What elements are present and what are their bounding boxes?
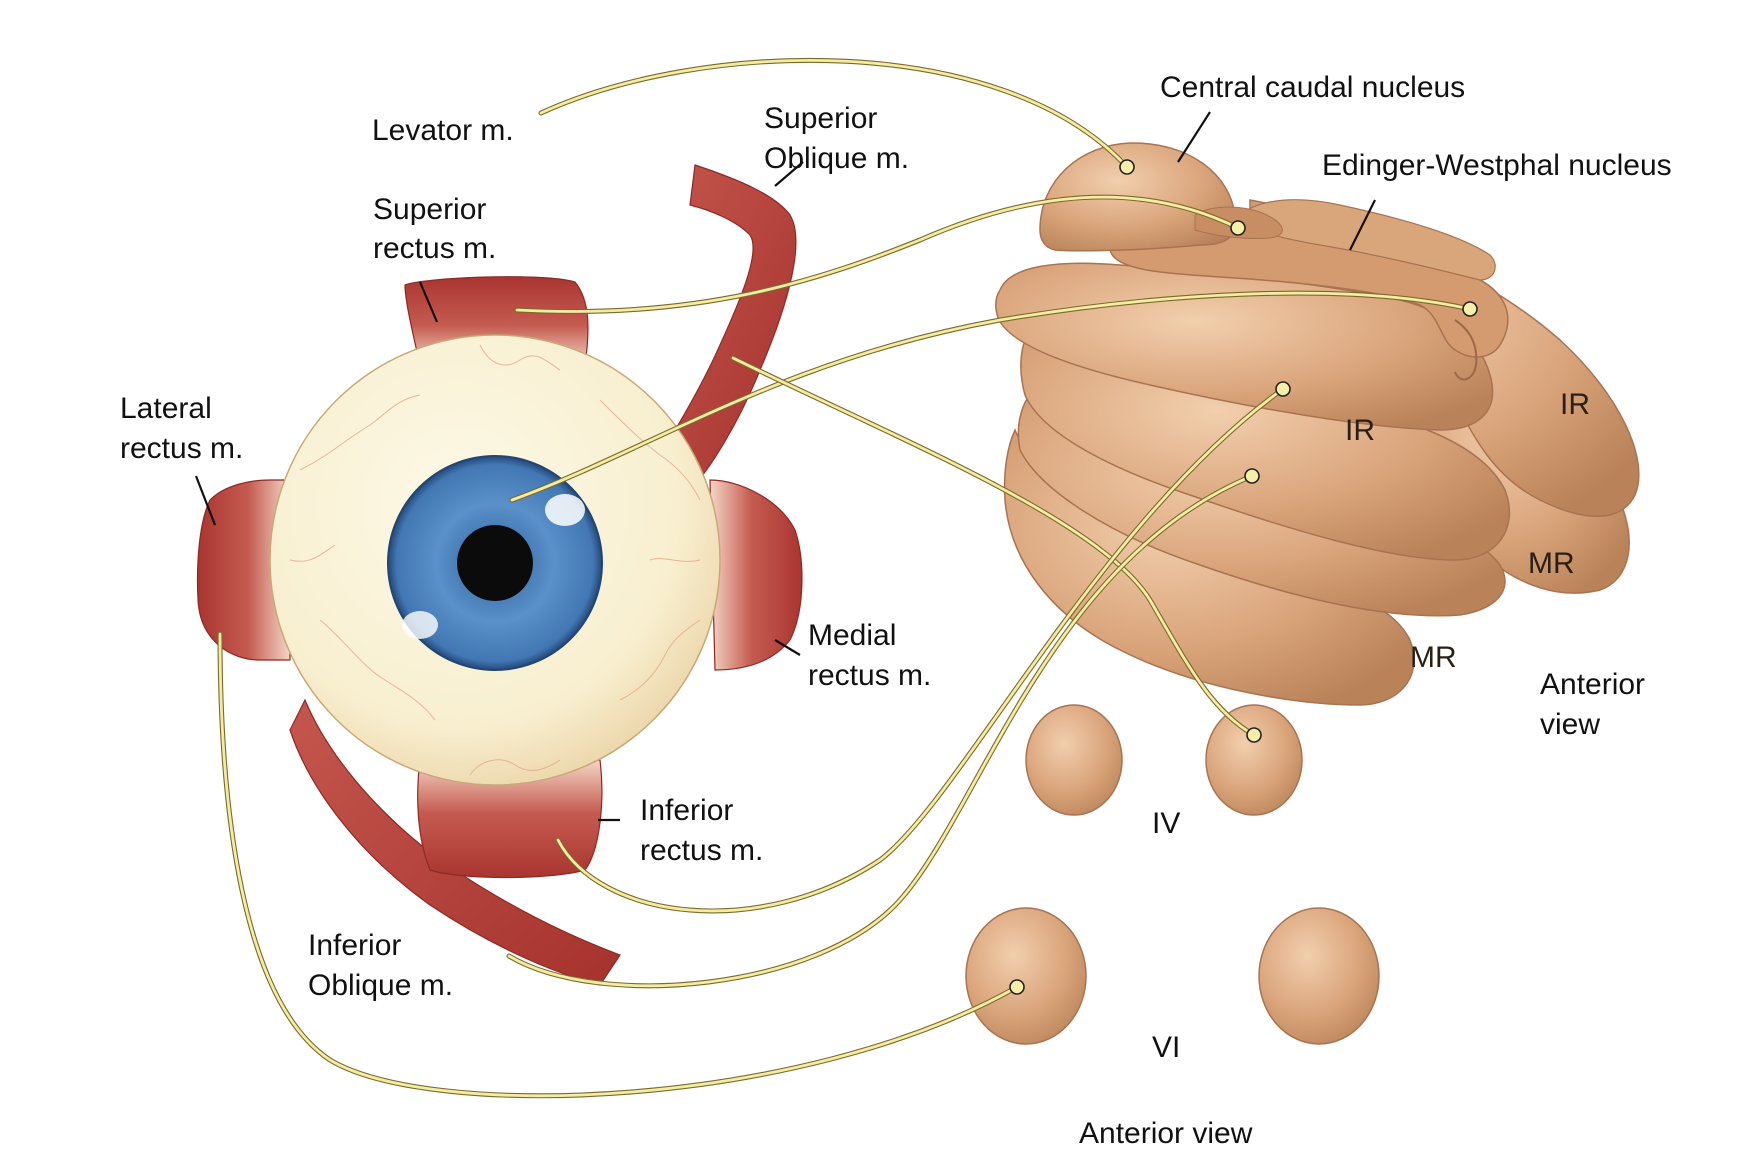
leader-medial-rectus — [774, 639, 801, 656]
label-superior-rectus-line1: Superior — [373, 193, 486, 226]
label-inferior-oblique-line2: Oblique m. — [308, 969, 453, 1002]
trochlear-nucleus-right — [1205, 704, 1303, 816]
lateral-rectus-muscle — [196, 479, 291, 661]
nerve-superior-rectus — [515, 195, 1240, 313]
leader-lateral-rectus — [194, 475, 217, 526]
label-anterior-view-1-line1: Anterior — [1540, 668, 1645, 701]
endpoint-inferior-rectus — [1275, 381, 1291, 397]
medial-rectus-muscle — [709, 479, 803, 671]
label-inferior-oblique-line1: Inferior — [308, 929, 401, 962]
nerve-paths — [217, 57, 1473, 1099]
label-inferior-rectus-line1: Inferior — [640, 794, 733, 827]
nerve-inferior-oblique — [507, 474, 1254, 988]
nucleus-groove — [1454, 319, 1478, 381]
label-inferior-rectus-line2: rectus m. — [640, 834, 763, 867]
nerve-inferior-rectus — [556, 387, 1285, 913]
leader-edinger-westphal — [1349, 199, 1376, 251]
abducens-nuclei — [965, 907, 1380, 1045]
label-levator: Levator m. — [372, 114, 514, 147]
leader-superior-oblique — [774, 161, 804, 187]
eye-highlight-upper — [545, 494, 585, 526]
abducens-nucleus-left — [965, 907, 1087, 1045]
leader-central-caudal — [1177, 111, 1211, 163]
label-lateral-rectus-line1: Lateral — [120, 392, 212, 425]
endpoint-superior-rectus — [1230, 220, 1246, 236]
label-superior-rectus-line2: rectus m. — [373, 232, 496, 265]
abducens-nucleus-right — [1258, 907, 1380, 1045]
label-ir-right: IR — [1560, 388, 1590, 421]
trochlear-nuclei — [1025, 704, 1303, 816]
oculomotor-nucleus-complex — [995, 142, 1640, 706]
label-lateral-rectus-line2: rectus m. — [120, 432, 243, 465]
label-nucleus-vi: VI — [1152, 1031, 1180, 1064]
leader-lines — [194, 111, 1376, 822]
label-anterior-view-2: Anterior view — [1079, 1117, 1253, 1150]
label-edinger-westphal: Edinger-Westphal nucleus — [1322, 149, 1672, 182]
label-nucleus-iv: IV — [1152, 807, 1180, 840]
endpoint-trochlear — [1246, 727, 1262, 743]
nerve-pupil — [510, 291, 1472, 502]
label-mr-left: MR — [1410, 641, 1457, 674]
pupil — [457, 525, 533, 601]
label-ir-left: IR — [1345, 414, 1375, 447]
endpoint-edinger-westphal — [1462, 301, 1478, 317]
endpoint-inferior-oblique — [1244, 468, 1260, 484]
label-medial-rectus-line1: Medial — [808, 619, 896, 652]
labels: Levator m. Superior Oblique m. Superior … — [120, 71, 1672, 1150]
leader-superior-rectus — [418, 281, 439, 323]
label-mr-right: MR — [1528, 547, 1575, 580]
eye-and-muscles — [196, 164, 803, 986]
label-anterior-view-1-line2: view — [1540, 708, 1600, 741]
trochlear-nucleus-left — [1025, 704, 1123, 816]
label-medial-rectus-line2: rectus m. — [808, 659, 931, 692]
endpoint-central-caudal — [1119, 159, 1135, 175]
nerve-abducens — [218, 632, 1019, 1098]
nerve-endpoints — [1009, 159, 1478, 995]
label-central-caudal: Central caudal nucleus — [1160, 71, 1465, 104]
sclera-veins — [289, 344, 701, 776]
eye-highlight-lower — [402, 611, 438, 639]
endpoint-abducens — [1009, 979, 1025, 995]
nerve-trochlear — [731, 356, 1256, 737]
label-superior-oblique-line1: Superior — [764, 102, 877, 135]
edinger-westphal-ridge — [1239, 199, 1496, 281]
nerve-levator — [539, 59, 1129, 169]
inferior-rectus-muscle — [417, 759, 603, 879]
label-superior-oblique-line2: Oblique m. — [764, 142, 909, 175]
